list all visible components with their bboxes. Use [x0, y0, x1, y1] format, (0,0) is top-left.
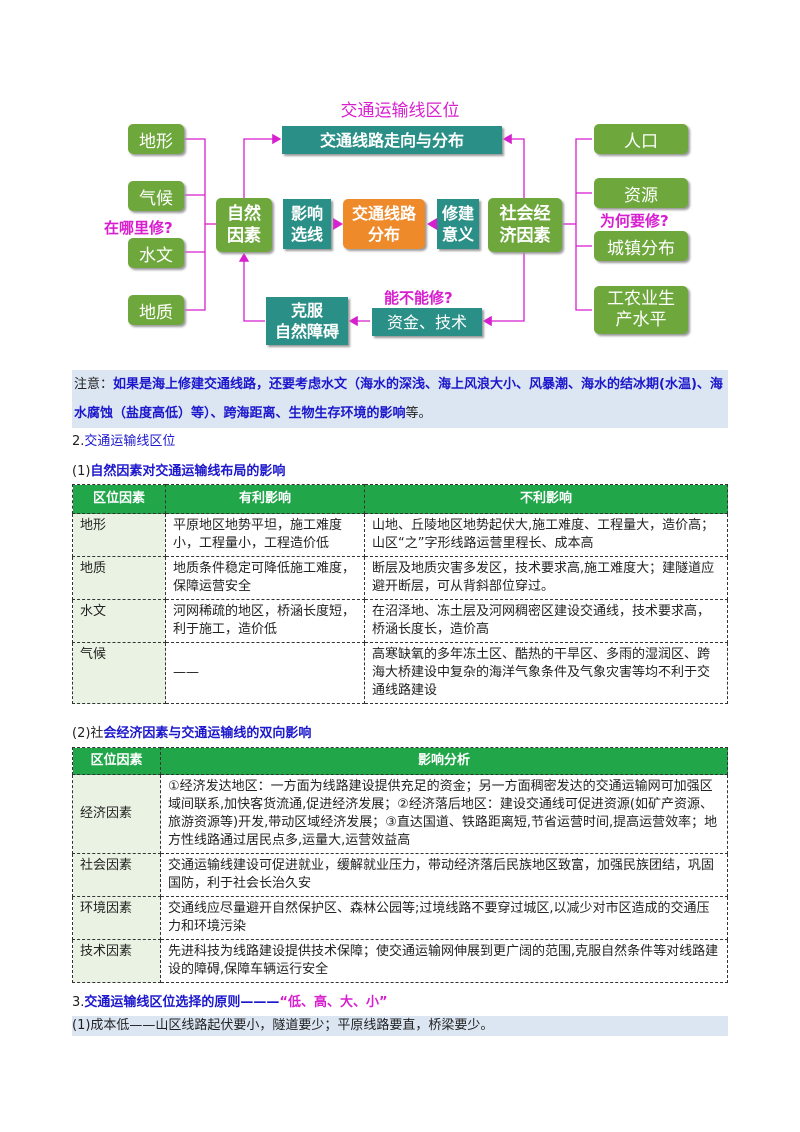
socio-factors-table: 区位因素 影响分析 经济因素 ①经济发达地区：一方面为线路建设提供充足的资金；另…	[72, 747, 728, 983]
center-line2: 分布	[367, 225, 400, 244]
row-factor: 气候	[72, 642, 166, 704]
factor-hydrology: 水文	[128, 238, 184, 268]
table-row: 环境因素 交通线应尽量避开自然保护区、森林公园等;过境线路不要穿过城区,以减少对…	[72, 896, 728, 940]
row-analysis: ①经济发达地区：一方面为线路建设提供充足的资金；另一方面稠密发达的交通运输网可加…	[160, 774, 728, 854]
row-analysis: 交通线应尽量避开自然保护区、森林公园等;过境线路不要穿过城区,以减少对市区造成的…	[160, 896, 728, 940]
col-header-bad: 不利影响	[364, 484, 728, 514]
can-build-question: 能不能修?	[384, 289, 453, 307]
row-good: 地质条件稳定可降低施工难度，保障运营安全	[165, 556, 365, 600]
socio-factors-box: 社会经 济因素	[488, 198, 562, 252]
row-factor: 技术因素	[72, 939, 161, 983]
build-meaning-box: 修建 意义	[437, 199, 479, 249]
row-factor: 水文	[72, 599, 166, 643]
note-block: 注意：如果是海上修建交通线路，还要考虑水文（海水的深浅、海上风浪大小、风暴潮、海…	[72, 370, 728, 428]
row-bad: 在沼泽地、冻土层及河网稠密区建设交通线，技术要求高，桥涵长度长，造价高	[364, 599, 728, 643]
influence-line1: 影响	[290, 204, 323, 223]
center-box: 交通线路 分布	[343, 199, 425, 249]
factor-population: 人口	[594, 124, 688, 154]
natural-factors-box: 自然 因素	[216, 198, 272, 252]
natural-factors-table: 区位因素 有利影响 不利影响 地形 平原地区地势平坦，施工难度小，工程量小，工程…	[72, 484, 728, 704]
principle-1: (1)成本低——山区线路起伏要小，隧道要少；平原线路要直，桥梁要少。	[72, 1016, 728, 1036]
overcome-box: 克服 自然障碍	[266, 297, 348, 345]
route-distribution-box: 交通线路走向与分布	[282, 126, 502, 154]
section-2-num: 2.	[72, 434, 85, 449]
note-suffix: 等。	[405, 406, 432, 421]
factor-climate: 气候	[128, 181, 184, 211]
center-line1: 交通线路	[351, 204, 416, 223]
influence-line2: 选线	[290, 225, 323, 244]
section-2-title: 交通运输线区位	[84, 434, 176, 449]
col-header-factor: 区位因素	[72, 484, 166, 514]
build-meaning-line2: 意义	[441, 225, 474, 244]
row-factor: 经济因素	[72, 774, 161, 854]
sub-2-heading: (2)社会经济因素与交通运输线的双向影响	[72, 722, 311, 741]
overcome-line2: 自然障碍	[274, 322, 339, 341]
factor-resources: 资源	[594, 178, 688, 208]
row-good: ——	[165, 642, 365, 704]
row-bad: 断层及地质灾害多发区，技术要求高,施工难度大；建隧道应避开断层，可从背斜部位穿过…	[364, 556, 728, 600]
table-row: 经济因素 ①经济发达地区：一方面为线路建设提供充足的资金；另一方面稠密发达的交通…	[72, 774, 728, 854]
row-factor: 地形	[72, 513, 166, 557]
factor-production: 工农业生 产水平	[594, 286, 688, 334]
table-row: 水文 河网稀疏的地区，桥涵长度短，利于施工，造价低 在沼泽地、冻土层及河网稠密区…	[72, 599, 728, 643]
where-question: 在哪里修?	[104, 219, 173, 237]
table-row: 技术因素 先进科技为线路建设提供技术保障；使交通运输网伸展到更广阔的范围,克服自…	[72, 939, 728, 983]
row-analysis: 交通运输线建设可促进就业，缓解就业压力，带动经济落后民族地区致富，加强民族团结，…	[160, 853, 728, 897]
sub-1-num: (1)	[72, 464, 91, 479]
why-question: 为何要修?	[600, 212, 669, 230]
build-meaning-line1: 修建	[441, 204, 474, 223]
col-header-analysis: 影响分析	[160, 747, 728, 775]
note-prefix: 注意：	[74, 377, 114, 392]
section-3-num: 3.	[72, 995, 85, 1010]
row-bad: 高寒缺氧的多年冻土区、酷热的干旱区、多雨的湿润区、跨海大桥建设中复杂的海洋气象条…	[364, 642, 728, 704]
row-analysis: 先进科技为线路建设提供技术保障；使交通运输网伸展到更广阔的范围,克服自然条件等对…	[160, 939, 728, 983]
col-header-factor: 区位因素	[72, 747, 161, 775]
section-2-heading: 2.交通运输线区位	[72, 430, 175, 449]
row-factor: 社会因素	[72, 853, 161, 897]
table-row: 地形 平原地区地势平坦，施工难度小，工程量小，工程造价低 山地、丘陵地区地势起伏…	[72, 513, 728, 557]
table-header-row: 区位因素 有利影响 不利影响	[72, 484, 728, 514]
section-3-heading: 3.交通运输线区位选择的原则———“低、高、大、小”	[72, 991, 388, 1010]
influence-box: 影响 选线	[283, 199, 331, 249]
factor-terrain: 地形	[128, 124, 184, 154]
diagram-title: 交通运输线区位	[340, 101, 460, 121]
factor-cities: 城镇分布	[594, 231, 688, 261]
note-highlight: 如果是海上修建交通线路，还要考虑水文（海水的深浅、海上风浪大小、风暴潮、海水的结…	[74, 377, 723, 421]
factor-geology: 地质	[128, 295, 184, 325]
section-3-title: 交通运输线区位选择的原则———	[84, 995, 280, 1010]
socio-factors-line2: 济因素	[499, 226, 551, 246]
sub-2-title: 会经济因素与交通运输线的双向影响	[103, 726, 312, 741]
row-factor: 环境因素	[72, 896, 161, 940]
factor-production-line1: 工农业生	[607, 289, 675, 309]
col-header-good: 有利影响	[165, 484, 365, 514]
diagram-connectors	[184, 133, 592, 327]
section-3-quote: “低、高、大、小”	[279, 995, 388, 1010]
table-header-row: 区位因素 影响分析	[72, 747, 728, 775]
table-row: 气候 —— 高寒缺氧的多年冻土区、酷热的干旱区、多雨的湿润区、跨海大桥建设中复杂…	[72, 642, 728, 704]
sub-2-num: (2)社	[72, 726, 104, 741]
sub-1-title: 自然因素对交通运输线布局的影响	[90, 464, 286, 479]
row-bad: 山地、丘陵地区地势起伏大,施工难度、工程量大，造价高；山区“之”字形线路运营里程…	[364, 513, 728, 557]
table-row: 地质 地质条件稳定可降低施工难度，保障运营安全 断层及地质灾害多发区，技术要求高…	[72, 556, 728, 600]
overcome-line1: 克服	[290, 301, 323, 320]
factor-production-line2: 产水平	[615, 310, 667, 330]
row-good: 河网稀疏的地区，桥涵长度短，利于施工，造价低	[165, 599, 365, 643]
row-good: 平原地区地势平坦，施工难度小，工程量小，工程造价低	[165, 513, 365, 557]
natural-factors-line1: 自然	[227, 204, 261, 224]
socio-factors-line1: 社会经	[499, 204, 551, 224]
sub-1-heading: (1)自然因素对交通运输线布局的影响	[72, 460, 285, 479]
row-factor: 地质	[72, 556, 166, 600]
table-row: 社会因素 交通运输线建设可促进就业，缓解就业压力，带动经济落后民族地区致富，加强…	[72, 853, 728, 897]
capital-tech-box: 资金、技术	[372, 308, 482, 336]
natural-factors-line2: 因素	[227, 226, 261, 246]
